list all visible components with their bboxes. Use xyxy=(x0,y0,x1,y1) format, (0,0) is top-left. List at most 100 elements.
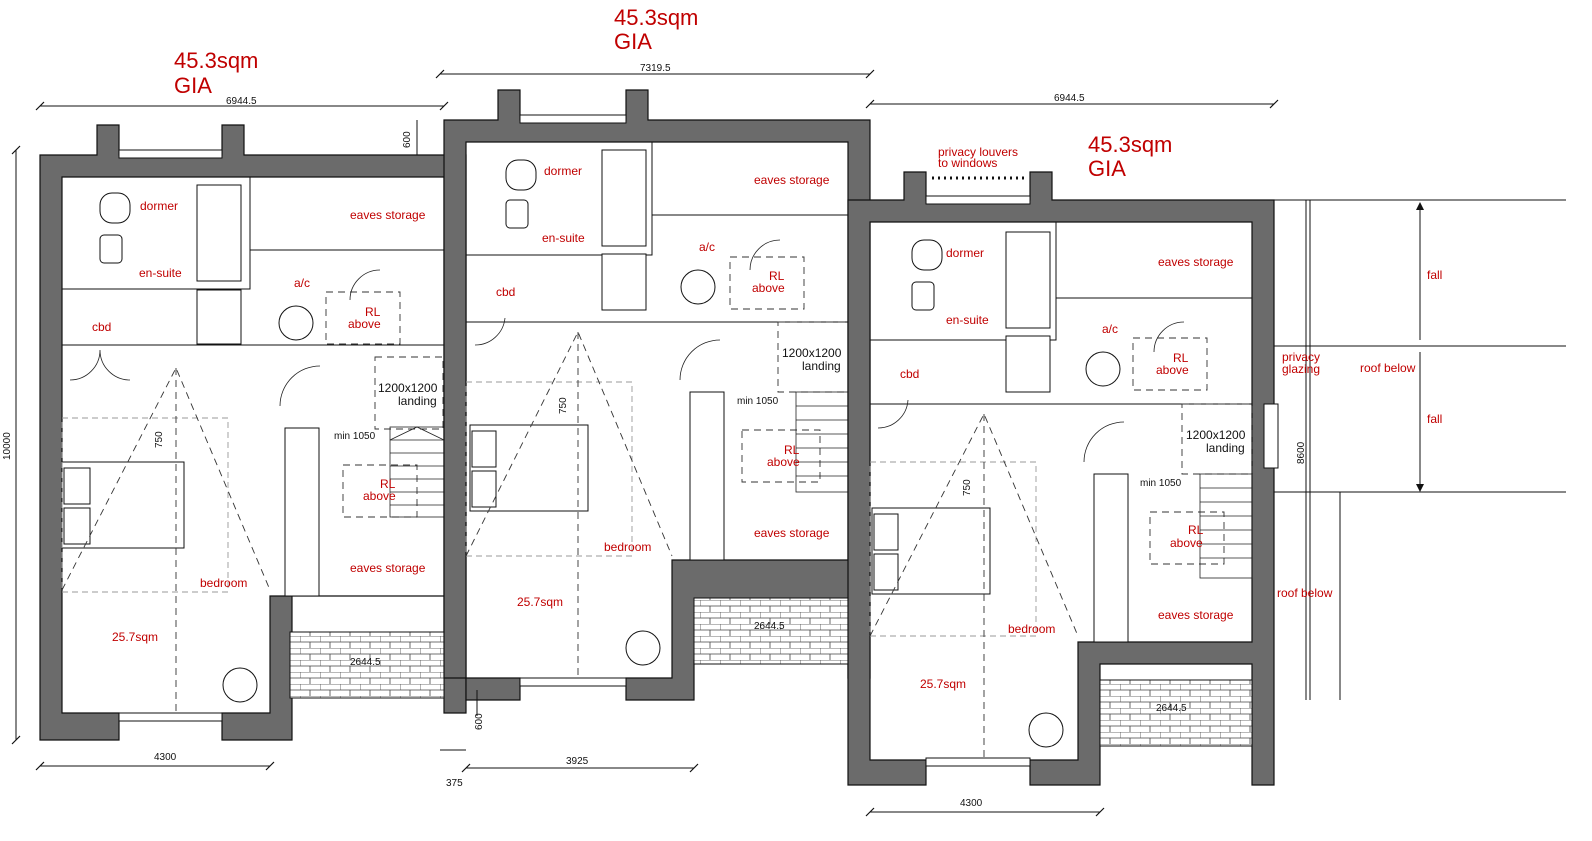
label-roof-dim-left: 2644.5 xyxy=(350,657,381,668)
bath-middle xyxy=(601,149,647,247)
area-label-middle-2: GIA xyxy=(614,29,652,54)
table-right xyxy=(1028,712,1064,748)
label-rl-right: RL xyxy=(1173,351,1189,365)
label-rl-above-right: above xyxy=(1156,363,1189,377)
label-rl2-middle: RL xyxy=(784,443,800,457)
label-clear-left: 750 xyxy=(154,431,165,448)
dormer-window-middle xyxy=(519,114,627,124)
wc-right xyxy=(911,239,943,271)
landing-box-left xyxy=(374,356,444,430)
wardrobe-left xyxy=(284,427,320,597)
rooflight-upper-middle xyxy=(729,256,805,310)
label-dormer-left: dormer xyxy=(140,199,178,213)
area-label-right-2: GIA xyxy=(1088,156,1126,181)
dormer-window-right xyxy=(925,195,1031,205)
label-sqm-middle: 25.7sqm xyxy=(517,595,563,609)
label-ensuite-middle: en-suite xyxy=(542,231,585,245)
roof-tiles-left xyxy=(289,631,445,699)
label-landing-right: landing xyxy=(1206,441,1245,455)
label-rl-above-middle: above xyxy=(752,281,785,295)
label-rl2-above-middle: above xyxy=(767,455,800,469)
label-ac-middle: a/c xyxy=(699,240,715,254)
label-eaves-top-left: eaves storage xyxy=(350,208,426,222)
bath-right xyxy=(1005,231,1051,329)
rooflight-upper-left xyxy=(325,291,401,345)
width-top-right: 6944.5 xyxy=(1054,93,1085,104)
label-privacy-glazing-1: privacy xyxy=(1282,350,1320,364)
label-landing-size-middle: 1200x1200 xyxy=(782,346,842,360)
pillow-left-2 xyxy=(63,507,91,545)
label-eaves-top-middle: eaves storage xyxy=(754,173,830,187)
basin-left xyxy=(99,234,123,264)
area-label-left-1: 45.3sqm xyxy=(174,48,258,73)
pillow-right-2 xyxy=(873,553,899,591)
label-ac-left: a/c xyxy=(294,276,310,290)
label-eaves-bottom-middle: eaves storage xyxy=(754,526,830,540)
area-label-right-1: 45.3sqm xyxy=(1088,132,1172,157)
gap-top-left: 600 xyxy=(402,131,413,148)
bathroom-partitions-left xyxy=(62,177,444,346)
rear-window-left xyxy=(118,712,223,722)
shower-right xyxy=(1005,335,1051,393)
unit-left: 45.3sqm GIA 6944.5 4300 10000 600 dormer… xyxy=(2,48,467,771)
width-top-middle: 7319.5 xyxy=(640,63,671,74)
label-roof-dim-middle: 2644.5 xyxy=(754,621,785,632)
offset-middle: 375 xyxy=(446,778,463,789)
stair-middle xyxy=(795,391,849,493)
unit-right: 45.3sqm GIA 6944.5 4300 8600 privacy lou… xyxy=(847,93,1307,817)
basin-right xyxy=(911,281,935,311)
wc-middle xyxy=(505,159,537,191)
label-rl-middle: RL xyxy=(769,269,785,283)
label-cbd-right: cbd xyxy=(900,367,919,381)
label-fall-1: fall xyxy=(1427,268,1442,282)
pillow-middle-1 xyxy=(471,430,497,468)
rooflight-upper-right xyxy=(1132,337,1208,391)
stair-left xyxy=(389,426,445,518)
label-fall-2: fall xyxy=(1427,412,1442,426)
label-sqm-right: 25.7sqm xyxy=(920,677,966,691)
label-landing-size-left: 1200x1200 xyxy=(378,381,438,395)
label-rl-left: RL xyxy=(365,305,381,319)
label-rl-above-left: above xyxy=(348,317,381,331)
basin-middle xyxy=(505,199,529,229)
rooflight-lower-middle xyxy=(741,429,821,483)
label-bedroom-right: bedroom xyxy=(1008,622,1055,636)
label-roof-below: roof below xyxy=(1360,361,1416,375)
roof-slope-right xyxy=(869,412,1079,760)
unit-middle: 45.3sqm GIA 7319.5 3925 375 600 dormer e… xyxy=(435,5,875,789)
area-label-middle-1: 45.3sqm xyxy=(614,5,698,30)
dim-lines-left xyxy=(15,105,444,767)
dim-lines-middle xyxy=(440,73,870,769)
label-bedroom-middle: bedroom xyxy=(604,540,651,554)
rear-window-middle xyxy=(519,677,627,687)
roof-tiles-middle xyxy=(693,597,849,665)
wardrobe-right xyxy=(1093,473,1129,643)
label-landing-middle: landing xyxy=(802,359,841,373)
table-middle xyxy=(625,630,661,666)
label-roof-dim-right: 2644.5 xyxy=(1156,703,1187,714)
label-rl2-above-right: above xyxy=(1170,536,1203,550)
door-swings-middle xyxy=(474,239,781,381)
bath-left xyxy=(196,184,242,282)
label-cbd-left: cbd xyxy=(92,320,111,334)
rear-window-right xyxy=(925,757,1031,767)
label-bedroom-left: bedroom xyxy=(200,576,247,590)
bed-clearance-middle xyxy=(465,381,633,557)
label-dormer-middle: dormer xyxy=(544,164,582,178)
depth-left: 10000 xyxy=(2,432,13,460)
label-eaves-top-right: eaves storage xyxy=(1158,255,1234,269)
label-ensuite-right: en-suite xyxy=(946,313,989,327)
bed-clearance-left xyxy=(61,417,229,593)
ac-unit-right xyxy=(1085,351,1121,387)
label-clear-middle: 750 xyxy=(558,397,569,414)
label-min-middle: min 1050 xyxy=(737,396,779,407)
label-privacy-glazing-2: glazing xyxy=(1282,362,1320,376)
ac-unit-left xyxy=(278,305,314,341)
roof-slope-left xyxy=(61,366,271,713)
label-louvers-1: privacy louvers xyxy=(938,145,1018,159)
label-ac-right: a/c xyxy=(1102,322,1118,336)
table-left xyxy=(222,667,258,703)
label-louvers-2: to windows xyxy=(938,156,997,170)
door-swings-left xyxy=(69,269,381,407)
